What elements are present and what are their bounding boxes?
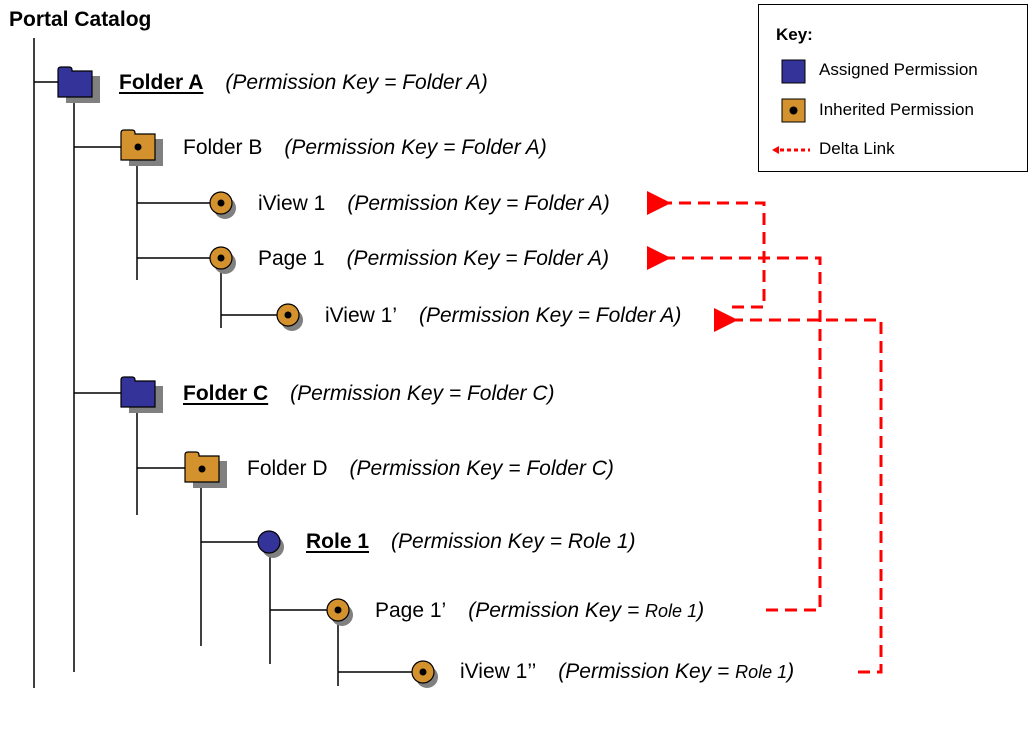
folder-a-label: Folder A(Permission Key = Folder A) <box>119 71 488 95</box>
node-name[interactable]: Folder A <box>119 71 204 94</box>
permission-key-value: Folder C <box>526 457 607 480</box>
legend-title: Key: <box>776 25 813 44</box>
tree-connectors <box>33 38 412 688</box>
permission-key-suffix: ) <box>547 382 555 405</box>
permission-key-suffix: ) <box>628 530 636 553</box>
permission-key-prefix: (Permission Key = <box>347 192 525 215</box>
page-1-node-icon[interactable] <box>209 246 236 274</box>
page-1-prime-label: Page 1’ (Permission Key = Role 1) <box>375 599 704 623</box>
permission-key-value: Role 1 <box>567 530 629 553</box>
legend-item-inherited: Inherited Permission <box>819 100 974 119</box>
permission-key-suffix: ) <box>606 457 614 480</box>
node-name[interactable]: Page 1’ <box>375 599 447 622</box>
permission-key-value: Folder A <box>523 247 602 270</box>
delta-link-page-1-prime-to-page-1 <box>647 246 822 612</box>
permission-key-prefix: (Permission Key = <box>284 136 462 159</box>
permission-key: (Permission Key = Folder A) <box>347 192 609 215</box>
permission-key: (Permission Key = Role 1) <box>468 599 704 622</box>
folder-b-label: Folder B (Permission Key = Folder A) <box>183 136 547 160</box>
permission-key-prefix: (Permission Key = <box>346 247 524 270</box>
delta-links <box>647 191 883 674</box>
legend-box: Key: Assigned Permission Inherited Permi… <box>758 4 1028 172</box>
permission-key-value: Folder C <box>466 382 548 405</box>
folder-a-folder-icon[interactable] <box>57 66 100 103</box>
permission-key: (Permission Key = Folder A) <box>347 247 609 270</box>
iview-1-prime-label: iView 1’ (Permission Key = Folder A) <box>325 304 681 328</box>
folder-b-folder-icon[interactable] <box>120 129 163 166</box>
iview-1-label: iView 1 (Permission Key = Folder A) <box>258 192 610 216</box>
delta-link-iview-1-double-prime-to-iview-1-prime <box>714 308 883 674</box>
permission-key: (Permission Key = Folder C) <box>290 382 554 405</box>
node-name[interactable]: Folder C <box>183 382 269 405</box>
permission-key-suffix: ) <box>602 192 610 215</box>
iview-1-node-icon[interactable] <box>209 191 236 219</box>
page-title: Portal Catalog <box>9 8 152 31</box>
page-1-prime-node-icon[interactable] <box>326 598 353 626</box>
permission-key-suffix: ) <box>480 71 488 94</box>
permission-key-value: Role 1 <box>735 662 788 682</box>
permission-key-value: Folder A <box>402 71 481 94</box>
permission-key-suffix: ) <box>539 136 547 159</box>
folder-d-label: Folder D (Permission Key = Folder C) <box>247 457 614 481</box>
node-name[interactable]: Folder B <box>183 136 263 159</box>
permission-key-prefix: (Permission Key = <box>418 304 596 327</box>
iview-1-double-prime-label: iView 1’’ (Permission Key = Role 1) <box>460 660 794 684</box>
legend-item-delta-link: Delta Link <box>819 139 895 158</box>
permission-key-value: Folder A <box>524 192 603 215</box>
delta-link-arrow-icon <box>772 146 810 154</box>
assigned-square-icon <box>781 59 806 84</box>
node-name[interactable]: iView 1’ <box>325 304 397 327</box>
permission-key-prefix: (Permission Key = <box>391 530 568 553</box>
node-name[interactable]: Folder D <box>247 457 328 480</box>
permission-key: (Permission Key = Folder A) <box>284 136 546 159</box>
delta-link-iview-1-prime-to-iview-1 <box>647 191 766 309</box>
permission-key: (Permission Key = Role 1) <box>391 530 636 553</box>
folder-d-folder-icon[interactable] <box>184 451 227 488</box>
role-1-node-icon[interactable] <box>257 530 284 558</box>
legend-icons <box>781 59 806 123</box>
permission-key-suffix: ) <box>674 304 682 327</box>
folder-c-label: Folder C(Permission Key = Folder C) <box>183 382 555 406</box>
permission-key-suffix: ) <box>787 660 795 683</box>
role-1-label: Role 1(Permission Key = Role 1) <box>306 530 636 554</box>
permission-key-suffix: ) <box>697 599 705 622</box>
node-name[interactable]: iView 1’’ <box>460 660 537 683</box>
permission-key-value: Folder A <box>461 136 540 159</box>
permission-key-prefix: (Permission Key = <box>558 660 736 683</box>
permission-key-value: Role 1 <box>645 601 698 621</box>
permission-key-prefix: (Permission Key = <box>290 382 467 405</box>
legend-item-assigned: Assigned Permission <box>819 60 978 79</box>
permission-key-suffix: ) <box>601 247 609 270</box>
node-name[interactable]: iView 1 <box>258 192 326 215</box>
permission-key: (Permission Key = Folder C) <box>350 457 614 480</box>
node-name[interactable]: Role 1 <box>306 530 370 553</box>
permission-key-prefix: (Permission Key = <box>468 599 646 622</box>
permission-key: (Permission Key = Folder A) <box>225 71 487 94</box>
page-1-label: Page 1 (Permission Key = Folder A) <box>258 247 609 271</box>
iview-1-prime-node-icon[interactable] <box>276 303 303 331</box>
permission-key-prefix: (Permission Key = <box>349 457 527 480</box>
folder-c-folder-icon[interactable] <box>120 376 163 413</box>
node-name[interactable]: Page 1 <box>258 247 325 270</box>
permission-key-value: Folder A <box>595 304 675 327</box>
iview-1-double-prime-node-icon[interactable] <box>411 660 438 688</box>
permission-key: (Permission Key = Folder A) <box>419 304 681 327</box>
permission-key: (Permission Key = Role 1) <box>558 660 794 683</box>
permission-key-prefix: (Permission Key = <box>225 71 403 94</box>
